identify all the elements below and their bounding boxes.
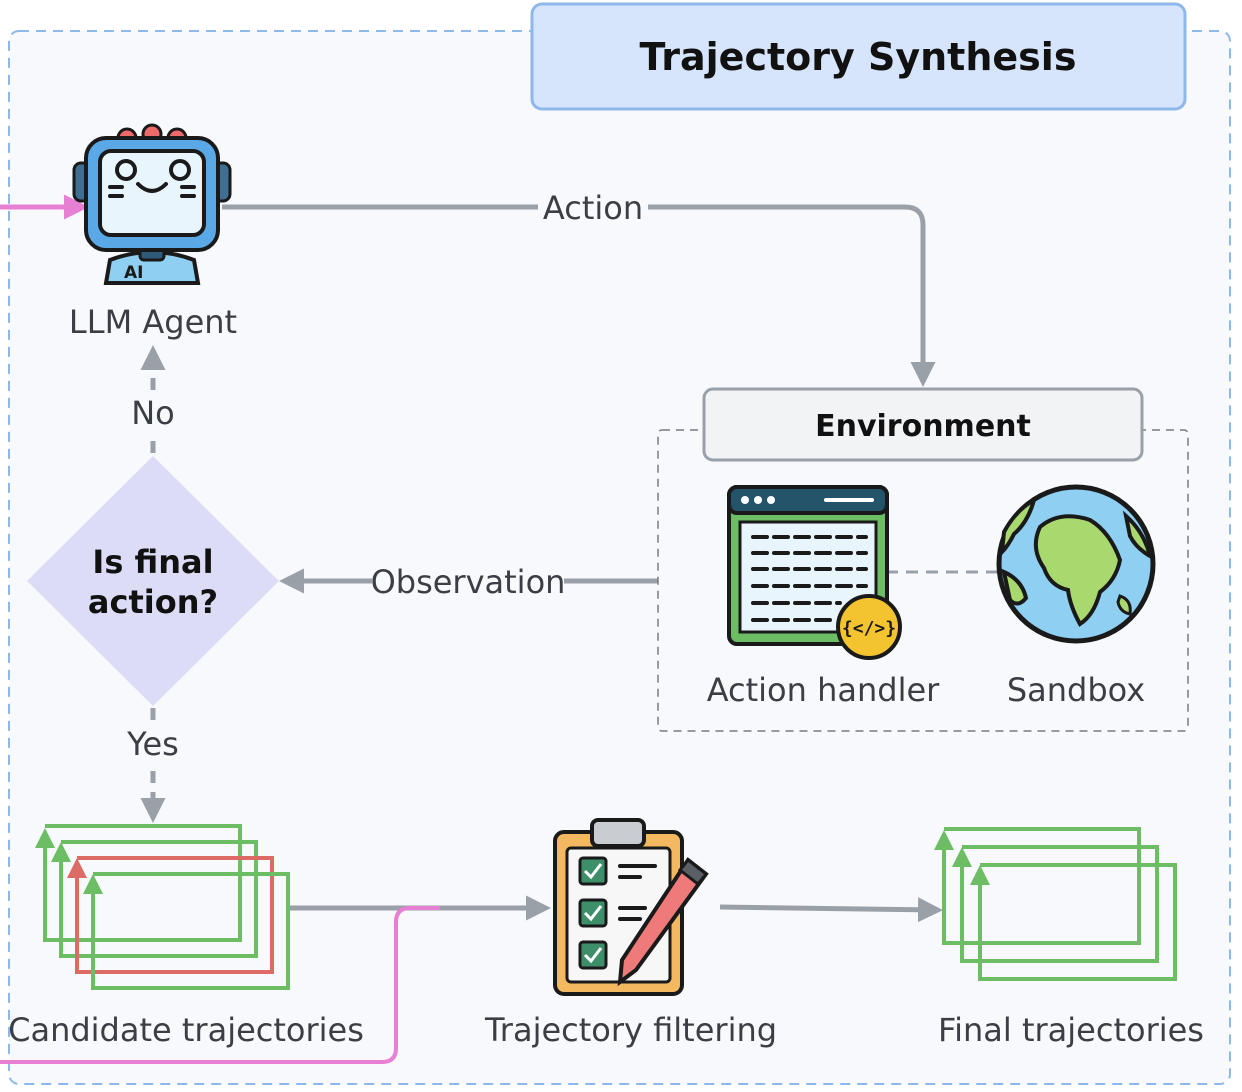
title-box: Trajectory Synthesis (530, 2, 1187, 111)
action-handler-label: Action handler (707, 671, 940, 709)
candidate-trajectories-stack (35, 824, 290, 990)
feedback-loop-line (0, 906, 440, 1064)
no-label: No (131, 394, 175, 432)
diagram-title: Trajectory Synthesis (640, 35, 1077, 79)
decision-diamond (27, 456, 279, 706)
action-edge (222, 204, 936, 387)
svg-text:AI: AI (124, 263, 143, 283)
candidate-label: Candidate trajectories (8, 1011, 364, 1049)
svg-text:{</>}: {</>} (842, 618, 896, 639)
agent-label: LLM Agent (69, 303, 237, 341)
final-label: Final trajectories (938, 1011, 1204, 1049)
decision-label-line1: Is final (92, 543, 213, 581)
final-trajectories-stack (934, 827, 1177, 981)
environment-label: Environment (815, 409, 1031, 444)
filtering-label: Trajectory filtering (484, 1011, 777, 1049)
globe-icon (996, 484, 1156, 644)
code-window-icon: {</>} (727, 485, 902, 660)
clipboard-checklist-icon (553, 818, 709, 996)
decision-label-line2: action? (88, 583, 218, 621)
sandbox-label: Sandbox (1007, 671, 1145, 709)
observation-label: Observation (371, 563, 566, 601)
robot-icon: AI (72, 123, 232, 285)
filter-to-final-edge (719, 897, 943, 923)
action-label: Action (543, 189, 643, 227)
environment-header (702, 387, 1144, 462)
environment-group: Environment (657, 387, 1189, 732)
yes-label: Yes (126, 725, 179, 763)
